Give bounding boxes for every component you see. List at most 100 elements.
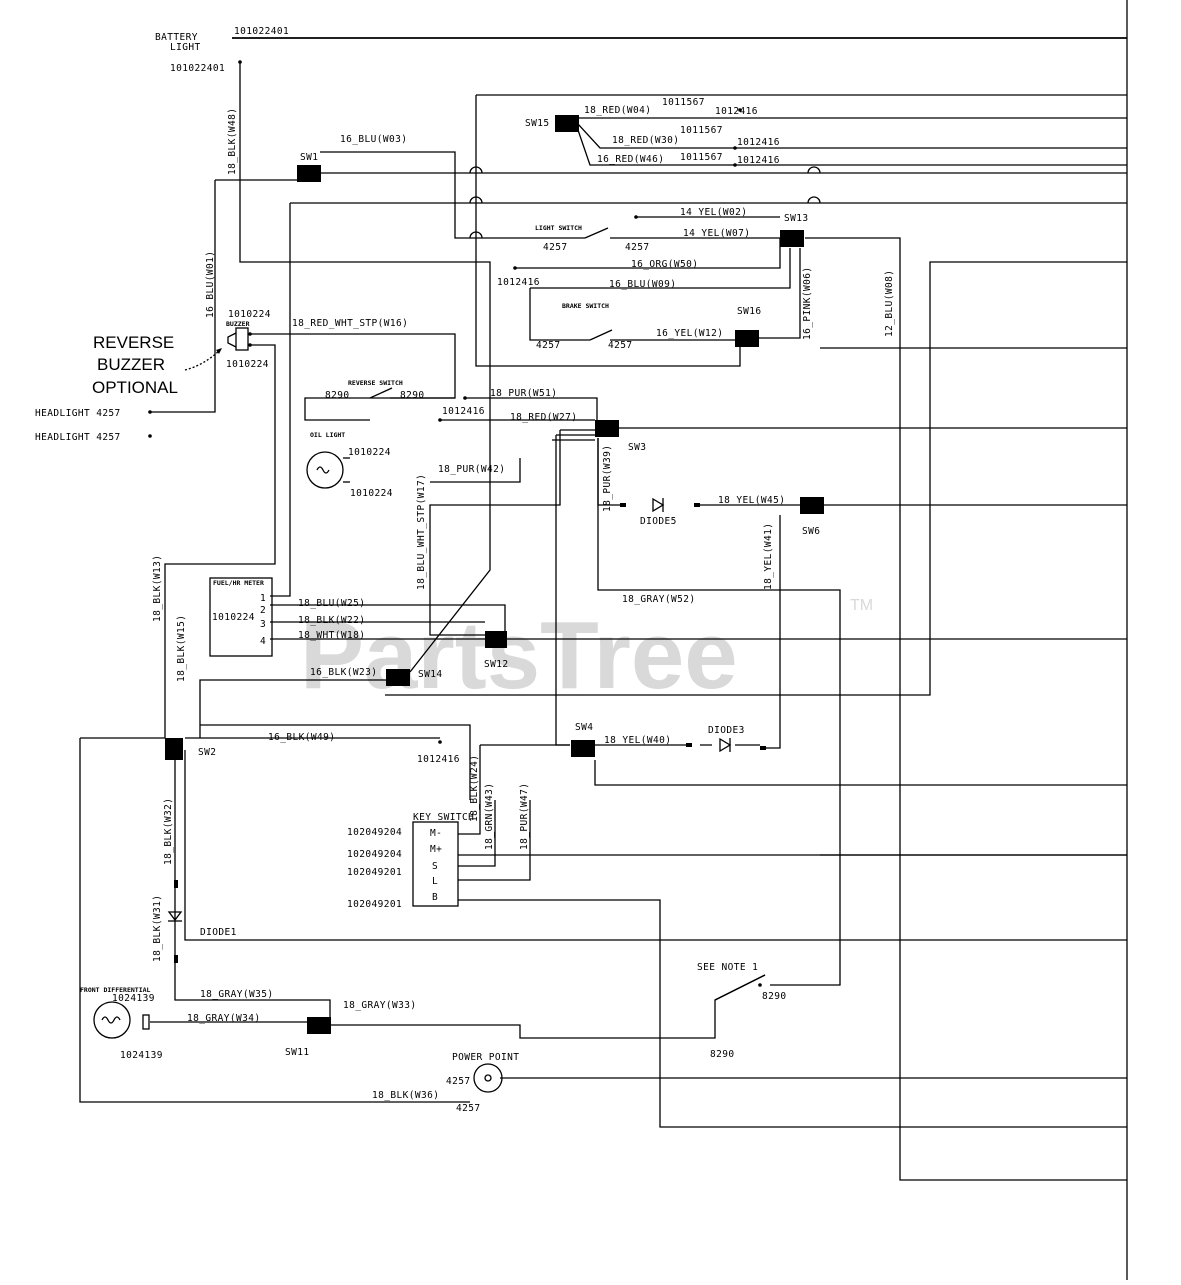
see-note-label: SEE NOTE 1 <box>697 962 758 973</box>
part-note-bottom: 8290 <box>710 1049 734 1060</box>
watermark-tm: TM <box>850 597 873 614</box>
front-differential-label: FRONT DIFFERENTIAL <box>80 986 151 994</box>
power-point-symbol <box>473 1063 503 1093</box>
headlight-label-1: HEADLIGHT 4257 <box>35 408 121 419</box>
meter-pin-4: 4 <box>260 636 266 647</box>
wire-w49: 16_BLK(W49) <box>268 732 335 743</box>
wire-w08: 12_BLU(W08) <box>884 270 895 337</box>
sw4-label: SW4 <box>575 722 593 733</box>
switch-contacts <box>369 227 766 1001</box>
wire-w46: 16_RED(W46) <box>597 154 664 165</box>
sw15-connector <box>555 115 579 132</box>
diode-symbols <box>167 497 732 922</box>
wire-w33: 18_GRAY(W33) <box>343 1000 416 1011</box>
watermark-text: PartsTree <box>300 602 738 709</box>
part-meter: 1010224 <box>212 612 255 623</box>
meter-pin-2: 2 <box>260 605 266 616</box>
diode1-symbol <box>167 911 183 922</box>
sw16-label: SW16 <box>737 306 761 317</box>
wire-w42: 18_PUR(W42) <box>438 464 505 475</box>
wire-w04: 18_RED(W04) <box>584 105 651 116</box>
sw13-label: SW13 <box>784 213 808 224</box>
buzzer-label: BUZZER <box>226 320 250 328</box>
part-oil-bottom: 1010224 <box>350 488 393 499</box>
wire-w09: 16_BLU(W09) <box>609 279 676 290</box>
reverse-buzzer-note-2: BUZZER <box>97 355 165 374</box>
wire-w52: 18_GRAY(W52) <box>622 594 695 605</box>
sw1-connector <box>297 165 321 182</box>
sw1-label: SW1 <box>300 152 318 163</box>
part-rs-right: 8290 <box>400 390 424 401</box>
wire-w02: 14_YEL(W02) <box>680 207 747 218</box>
wire-w22: 18_BLK(W22) <box>298 615 365 626</box>
wire-w30: 18_RED(W30) <box>612 135 679 146</box>
part-1011567c: 1011567 <box>680 152 723 163</box>
part-pp-bottom: 4257 <box>456 1103 480 1114</box>
sw2-label: SW2 <box>198 747 216 758</box>
wire-w31: 18_BLK(W31) <box>152 895 163 962</box>
diode5-label: DIODE5 <box>640 516 677 527</box>
diode1-label: DIODE1 <box>200 927 237 938</box>
front-differential-symbol <box>93 1001 150 1039</box>
wire-w32: 18_BLK(W32) <box>163 798 174 865</box>
part-ls-left: 4257 <box>543 242 567 253</box>
part-fd-top: 1024139 <box>112 993 155 1004</box>
wire-w16: 18_RED_WHT_STP(W16) <box>292 318 408 329</box>
meter-pin-1: 1 <box>260 593 266 604</box>
part-1012416f: 1012416 <box>417 754 460 765</box>
key-pin-s: S <box>432 861 438 872</box>
vertical-wire-labels: 18_BLK(W48) 16_BLU(W01) 16_PINK(W06) 12_… <box>152 108 895 962</box>
key-pin-m-plus: M+ <box>430 844 442 855</box>
sw13-connector <box>780 230 804 247</box>
part-1012416e: 1012416 <box>442 406 485 417</box>
sw4-connector <box>571 740 595 757</box>
reverse-buzzer-note-1: REVERSE <box>93 333 174 352</box>
sw11-connector <box>307 1017 331 1034</box>
sw15-label: SW15 <box>525 118 549 129</box>
wire-w01: 16_BLU(W01) <box>205 251 216 318</box>
buzzer-part-top: 1010224 <box>228 309 271 320</box>
wire-w35: 18_GRAY(W35) <box>200 989 273 1000</box>
part-1012416c: 1012416 <box>737 155 780 166</box>
part-rs-left: 8290 <box>325 390 349 401</box>
brake-switch-label: BRAKE SWITCH <box>562 302 609 310</box>
terminals <box>148 60 766 987</box>
sw14-label: SW14 <box>418 669 442 680</box>
wire-w03: 16_BLU(W03) <box>340 134 407 145</box>
wire-w25: 18_BLU(W25) <box>298 598 365 609</box>
key-switch-box <box>412 821 459 907</box>
key-pin-b: B <box>432 892 438 903</box>
key-switch-label: KEY SWITCH <box>413 812 474 823</box>
wire-w27: 18_RED(W27) <box>510 412 577 423</box>
wire-w43: 18_GRN(W43) <box>484 783 495 850</box>
part-1011567b: 1011567 <box>680 125 723 136</box>
part-pp-left: 4257 <box>446 1076 470 1087</box>
wire-w34: 18_GRAY(W34) <box>187 1013 260 1024</box>
sw6-connector <box>800 497 824 514</box>
oil-light-symbol <box>306 451 350 489</box>
headlight-label-2: HEADLIGHT 4257 <box>35 432 121 443</box>
wire-w06: 16_PINK(W06) <box>802 267 813 340</box>
sw14-connector <box>386 669 410 686</box>
part-1012416d: 1012416 <box>497 277 540 288</box>
wire-w13: 18_BLK(W13) <box>152 555 163 622</box>
sw3-connector <box>595 420 619 437</box>
part-ks-4: 102049201 <box>347 899 402 910</box>
sw6-label: SW6 <box>802 526 820 537</box>
reverse-switch-label: REVERSE SWITCH <box>348 379 403 387</box>
wire-w41: 18_YEL(W41) <box>763 523 774 590</box>
wire-w45: 18_YEL(W45) <box>718 495 785 506</box>
wire-w23: 16_BLK(W23) <box>310 667 377 678</box>
diode3-label: DIODE3 <box>708 725 745 736</box>
wire-w47: 18_PUR(W47) <box>519 783 530 850</box>
diode3-symbol <box>719 737 732 753</box>
part-ks-1: 102049204 <box>347 827 402 838</box>
sw2-connector <box>165 738 183 760</box>
reverse-buzzer-note-3: OPTIONAL <box>92 378 178 397</box>
part-ks-3: 102049201 <box>347 867 402 878</box>
buzzer-part-bottom: 1010224 <box>226 359 269 370</box>
connectors <box>165 115 824 1034</box>
part-1012416b: 1012416 <box>737 137 780 148</box>
part-1011567a: 1011567 <box>662 97 705 108</box>
buzzer-symbol <box>184 327 252 371</box>
